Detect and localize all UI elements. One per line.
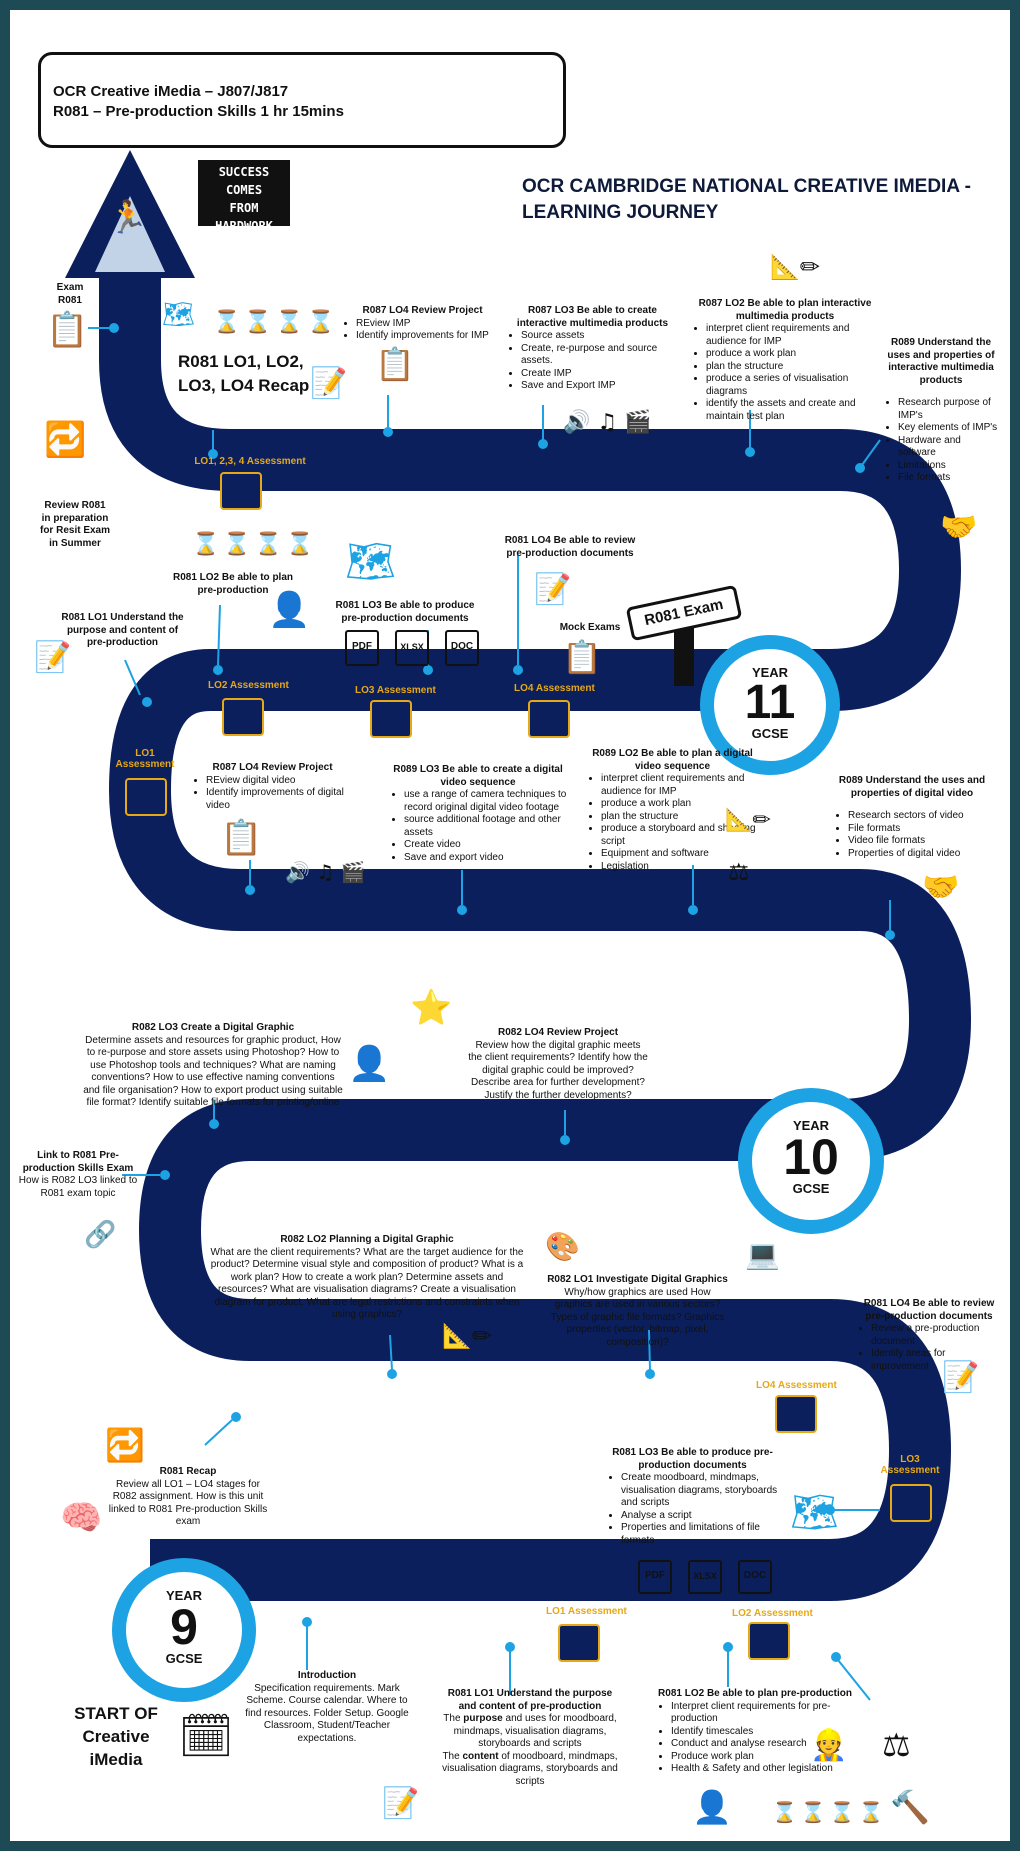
file-type-icons: PDF XLSX DOC xyxy=(638,1560,788,1594)
assessment-badge-icon xyxy=(125,778,167,816)
y10-r082-lo1: R082 LO1 Investigate Digital Graphics Wh… xyxy=(547,1274,728,1348)
y9-introduction: Introduction Specification requirements.… xyxy=(245,1670,409,1744)
course-code: OCR Creative iMedia – J807/J817 xyxy=(53,83,289,100)
design-tools-icon: 📐✏ xyxy=(725,808,771,833)
y9-recap: R081 Recap Review all LO1 – LO4 stages f… xyxy=(108,1466,268,1527)
brain-icon: 🧠 xyxy=(60,1498,103,1538)
design-tools-icon: 📐✏ xyxy=(770,253,820,281)
y9-lo1-assessment-label: LO1 Assessment xyxy=(546,1606,627,1617)
unit-title: R081 – Pre-production Skills 1 hr 15mins xyxy=(53,103,344,120)
y11-r081-lo1: R081 LO1 Understand the purpose and cont… xyxy=(61,612,184,648)
y11-r087-lo2: R087 LO2 Be able to plan interactive mul… xyxy=(690,298,880,423)
checklist-icon: 📋 xyxy=(375,345,415,383)
y11-r089-imp: R089 Understand the uses and properties … xyxy=(882,337,1000,485)
design-tools-icon: 📐✏ xyxy=(442,1322,492,1350)
y11-lo1-assessment-label: LO1 Assessment xyxy=(115,748,175,770)
assessment-badge-icon xyxy=(220,472,262,510)
lo1234-assessment-label: LO1, 2,3, 4 Assessment xyxy=(194,456,306,467)
research-head-icon: 👤 xyxy=(692,1788,732,1826)
notes-icon: 📝 xyxy=(942,1360,980,1395)
assessment-badge-icon xyxy=(748,1622,790,1660)
notes-icon: 📝 xyxy=(382,1786,420,1821)
exam-checklist-icon: 📋 xyxy=(562,638,602,676)
notes-icon: 📝 xyxy=(34,640,72,675)
y9-r081-lo1: R081 LO1 Understand the purpose and cont… xyxy=(442,1688,618,1787)
mindmap-icon: 🗺 xyxy=(162,300,196,330)
year-10-badge: YEAR 10 GCSE xyxy=(738,1088,884,1234)
y11-lo3-assessment-label: LO3 Assessment xyxy=(355,685,436,696)
assessment-badge-icon xyxy=(528,700,570,738)
assessment-badge-icon xyxy=(370,700,412,738)
notes-icon: 📝 xyxy=(310,366,348,401)
assessment-badge-icon xyxy=(222,698,264,736)
video-r089-lo3: R089 LO3 Be able to create a digital vid… xyxy=(388,764,568,864)
calendar-icon: 🗓 xyxy=(178,1711,234,1762)
laptop-icon: 💻 xyxy=(745,1238,780,1271)
y11-r087-lo3: R087 LO3 Be able to create interactive m… xyxy=(505,305,680,393)
y11-r087-lo4: R087 LO4 Review Project REview IMPIdenti… xyxy=(340,305,505,343)
link-icon: 🔗 xyxy=(84,1220,117,1250)
hourglass-icon: ⌛⌛⌛⌛ xyxy=(192,532,318,557)
start-label: START OF Creative iMedia xyxy=(74,1704,158,1769)
y11-r081-lo4: R081 LO4 Be able to review pre-productio… xyxy=(504,535,636,559)
assessment-badge-icon xyxy=(775,1395,817,1433)
review-rating-icon: ⭐ xyxy=(410,988,453,1028)
review-r081-label: Review R081 in preparation for Resit Exa… xyxy=(39,500,111,549)
y11-r081-lo2: R081 LO2 Be able to plan pre-production xyxy=(172,572,294,596)
scales-icon: ⚖ xyxy=(728,858,750,886)
mock-exams-label: Mock Exams xyxy=(559,622,621,633)
researcher-icon: 👷 xyxy=(810,1728,848,1763)
video-r089-lo2: R089 LO2 Be able to plan a digital video… xyxy=(585,748,760,873)
y11-lo2-assessment-label: LO2 Assessment xyxy=(208,680,289,691)
assessment-badge-icon xyxy=(558,1624,600,1662)
runner-icon: 🏃 xyxy=(108,198,148,236)
file-type-icons: PDF XLSX DOC xyxy=(345,630,495,666)
mindmap-doc-icon: 🗺 xyxy=(345,539,396,585)
page-title: OCR CAMBRIDGE NATIONAL CREATIVE IMEDIA -… xyxy=(522,176,971,223)
assessment-badge-icon xyxy=(890,1484,932,1522)
r081-exam-signpost: R081 Exam xyxy=(625,584,743,686)
year-11-badge: YEAR 11 GCSE xyxy=(700,635,840,775)
video-r087-lo4: R087 LO4 Review Project REview digital v… xyxy=(190,762,355,812)
success-poster: SUCCESS COMES FROM HARDWORK xyxy=(198,160,290,233)
y9-r081-lo2: R081 LO2 Be able to plan pre-production … xyxy=(655,1688,855,1776)
repeat-icon: 🔁 xyxy=(105,1426,145,1464)
scales-icon: ⚖ xyxy=(882,1726,911,1764)
poster-frame: OCR Creative iMedia – J807/J817 R081 – P… xyxy=(10,10,1010,1841)
repeat-icon: 🔁 xyxy=(44,420,87,460)
media-icons: 🔊 ♫ 🎬 xyxy=(285,860,366,884)
y10-r082-lo2: R082 LO2 Planning a Digital Graphic What… xyxy=(210,1234,524,1320)
checklist-icon: 📋 xyxy=(220,818,263,858)
course-header-box: OCR Creative iMedia – J807/J817 R081 – P… xyxy=(38,52,566,148)
y9-r081-lo3: R081 LO3 Be able to produce pre-producti… xyxy=(605,1447,780,1547)
journey-road xyxy=(65,150,971,1701)
y10-r082-lo3: R082 LO3 Create a Digital Graphic Determ… xyxy=(83,1022,343,1108)
hourglass-icon: ⌛⌛⌛⌛ xyxy=(772,1800,888,1824)
r087-lo4-list: REview IMPIdentify improvements for IMP xyxy=(340,318,505,343)
handshake-icon: 🤝 xyxy=(940,510,978,545)
recap-heading: R081 LO1, LO2, LO3, LO4 Recap xyxy=(178,352,310,395)
y9-lo3-assessment-label: LO3 Assessment xyxy=(880,1454,940,1476)
notes-icon: 📝 xyxy=(534,572,572,607)
y11-r081-lo3: R081 LO3 Be able to produce pre-producti… xyxy=(335,600,475,624)
gavel-icon: 🔨 xyxy=(890,1788,930,1826)
exam-r081-label: Exam R081 xyxy=(56,282,84,306)
palette-icon: 🎨 xyxy=(545,1230,580,1263)
exam-document-icon: 📋 xyxy=(46,310,89,350)
y9-lo4-assessment-label: LO4 Assessment xyxy=(756,1380,837,1391)
y10-link-r081: Link to R081 Pre-production Skills Exam … xyxy=(18,1150,138,1199)
video-r089-uses: R089 Understand the uses and properties … xyxy=(832,775,992,860)
year-9-badge: YEAR 9 GCSE xyxy=(112,1558,256,1702)
research-head-icon: 👤 xyxy=(268,590,311,630)
idea-head-icon: 👤 xyxy=(348,1044,391,1084)
handshake-icon: 🤝 xyxy=(922,870,960,905)
y10-r082-lo4: R082 LO4 Review Project Review how the d… xyxy=(468,1027,648,1101)
mindmap-doc-icon: 🗺 xyxy=(790,1490,839,1534)
y9-lo2-assessment-label: LO2 Assessment xyxy=(732,1608,813,1619)
y9-r081-lo4: R081 LO4 Be able to review pre-productio… xyxy=(855,1298,1003,1373)
road-segment xyxy=(99,260,971,1601)
media-icons: 🔊 ♫ 🎬 xyxy=(563,410,652,435)
y11-lo4-assessment-label: LO4 Assessment xyxy=(514,683,595,694)
hourglass-icon: ⌛⌛⌛⌛ xyxy=(213,310,339,335)
